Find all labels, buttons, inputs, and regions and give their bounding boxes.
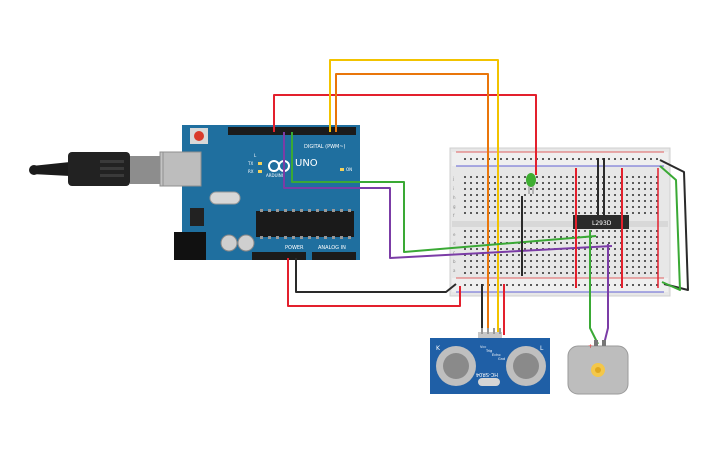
on-led-label: ON	[346, 167, 352, 172]
row-letter-h: h	[453, 195, 456, 200]
transducer-left-icon	[436, 346, 476, 386]
analog-header-label: ANALOG IN	[318, 245, 346, 251]
wire-red-top[interactable]	[273, 94, 537, 175]
tx-label: TX	[247, 161, 253, 166]
wire-black-gnd[interactable]	[295, 258, 457, 293]
atmega-chip	[256, 211, 354, 237]
sensor-right-mark: L	[540, 345, 544, 352]
motor-positive-mark: +	[588, 343, 593, 350]
dc-motor[interactable]: +	[567, 340, 629, 395]
power-header[interactable]	[252, 252, 306, 260]
sensor-pin-trig: Trig	[485, 349, 492, 353]
green-led[interactable]	[526, 173, 536, 194]
row-letter-g: g	[453, 204, 456, 209]
sensor-model-label: HC-SR04	[476, 371, 498, 377]
power-jack	[174, 232, 206, 260]
motor-driver-chip[interactable]: L293D	[573, 215, 629, 229]
sensor-left-mark: K	[436, 345, 441, 352]
wire-red-5v[interactable]	[287, 258, 461, 307]
sensor-pin-gnd: Gnd	[498, 357, 505, 361]
wire-orange-echo[interactable]	[335, 73, 489, 335]
wire-green-motor[interactable]	[589, 230, 599, 345]
board-model-label: UNO	[295, 158, 318, 169]
row-letter-i: i	[453, 186, 454, 191]
transducer-right-icon	[506, 346, 546, 386]
row-letter-c: c	[453, 250, 455, 255]
row-letter-f: f	[453, 213, 455, 218]
digital-header-label: DIGITAL (PWM~)	[304, 144, 346, 150]
ultrasonic-sensor[interactable]: HC-SR04 K L Vcc Trig Echo Gnd	[430, 328, 550, 394]
sensor-pin-vcc: Vcc	[480, 345, 486, 349]
power-header-label: POWER	[285, 245, 304, 251]
arduino-board[interactable]: DIGITAL (PWM~) UNO ARDUINO POWER ANALOG …	[162, 125, 360, 260]
row-letter-j: j	[452, 176, 454, 181]
brand-label: ARDUINO	[266, 173, 285, 178]
l-led-label: L	[254, 153, 257, 158]
wire-green-rail-right[interactable]	[659, 165, 681, 291]
wire-yellow-trig[interactable]	[329, 59, 499, 335]
digital-header[interactable]	[228, 127, 356, 135]
row-letter-e: e	[453, 232, 456, 237]
wire-purple-motor[interactable]	[603, 244, 609, 345]
sensor-pin-echo: Echo	[492, 353, 501, 357]
driver-chip-label: L293D	[592, 220, 612, 227]
wire-purple-signal[interactable]	[283, 132, 613, 259]
row-letter-d: d	[453, 241, 456, 246]
analog-header[interactable]	[312, 252, 356, 260]
rx-label: RX	[248, 169, 254, 174]
reset-button-icon	[194, 131, 204, 141]
breadboard[interactable]: j i h g f e d c b a	[449, 147, 671, 297]
row-letter-b: b	[453, 259, 456, 264]
wire-green-signal[interactable]	[291, 132, 597, 253]
wire-black-rail-right[interactable]	[659, 159, 689, 291]
wires	[273, 59, 689, 345]
row-letter-a: a	[453, 268, 456, 273]
